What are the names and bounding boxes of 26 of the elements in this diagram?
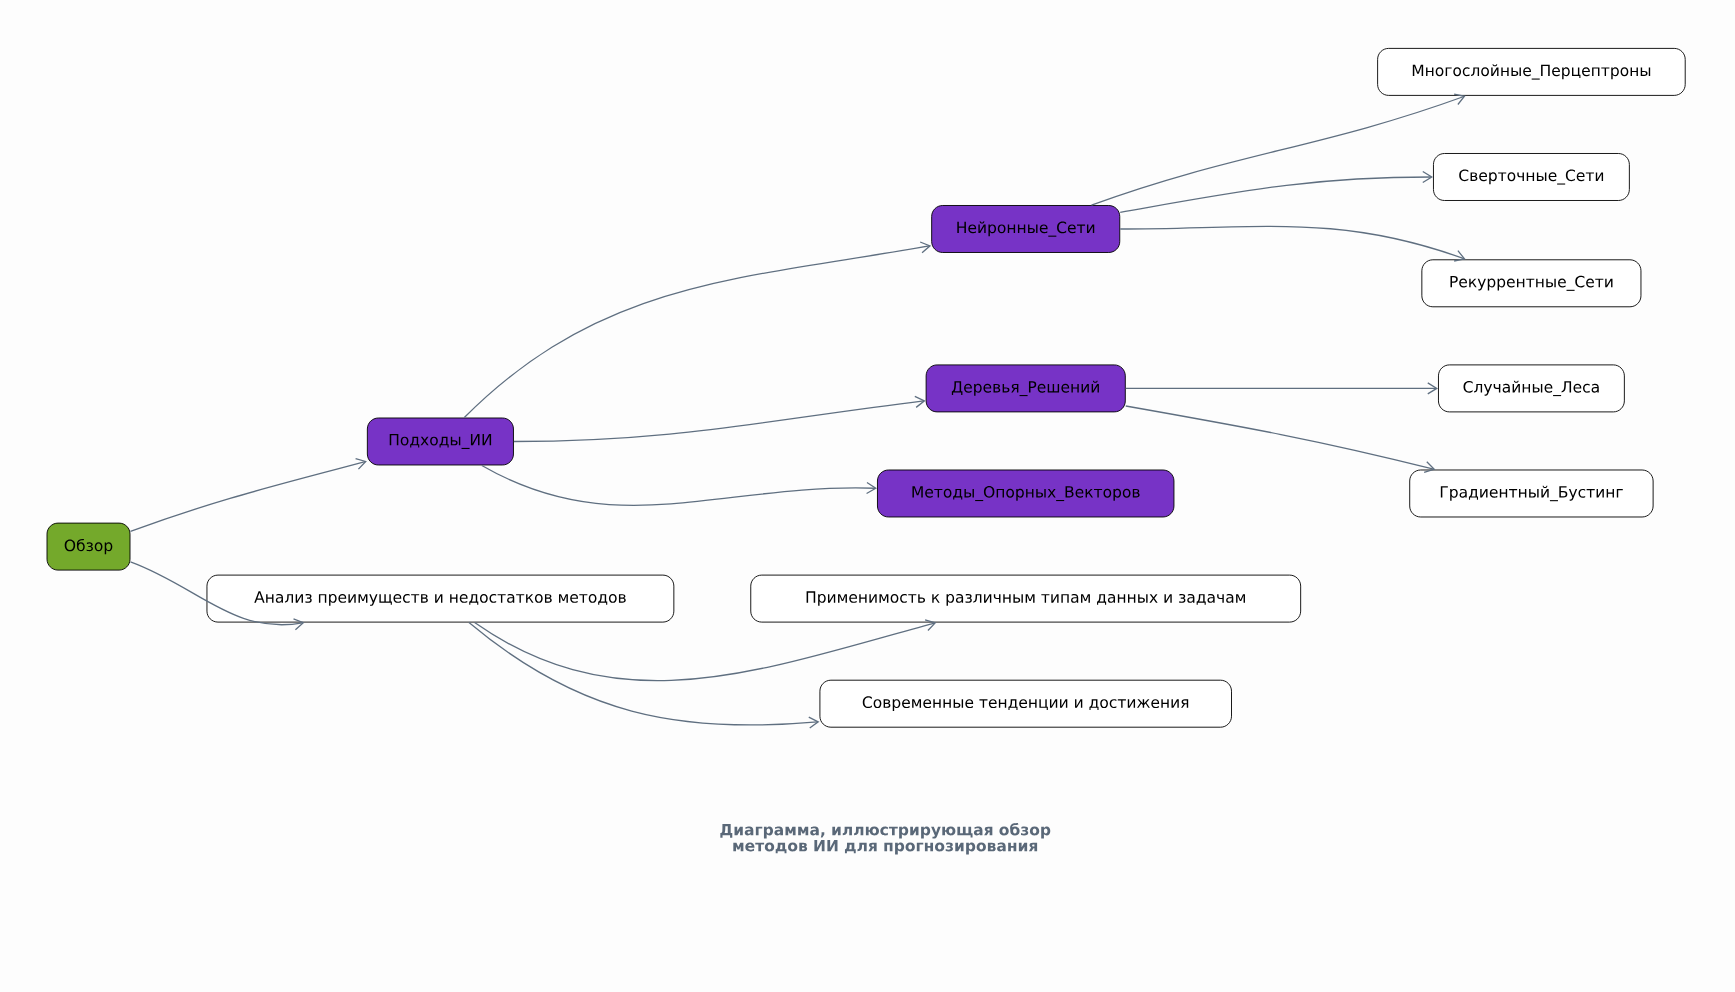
arrow xyxy=(129,457,367,532)
node-box: Деревья_Решений xyxy=(925,364,1126,413)
arrow xyxy=(463,241,932,419)
arrow xyxy=(1125,382,1438,395)
text-box: Анализ преимуществ и недостатков методов xyxy=(206,574,675,623)
text-box: Случайные_Леса xyxy=(1438,364,1625,413)
node-box: Подходы_ИИ xyxy=(366,417,514,466)
arrow xyxy=(473,619,937,682)
text-box: Современные тенденции и достижения xyxy=(819,679,1232,728)
arrow xyxy=(1119,170,1433,213)
caption: Диаграмма, иллюстрирующая обзор методов ИИ для прогнозирования xyxy=(720,822,1051,855)
text-box: Сверточные_Сети xyxy=(1433,153,1630,201)
text-box: Применимость к различным типам данных и задачам xyxy=(750,574,1302,623)
text-box: Градиентный_Бустинг xyxy=(1409,469,1654,518)
node-box: Методы_Опорных_Векторов xyxy=(877,469,1175,518)
arrow xyxy=(513,395,926,443)
arrow xyxy=(1119,225,1466,262)
node-box: Обзор xyxy=(46,522,131,571)
text-box: Многослойные_Перцептроны xyxy=(1377,47,1686,96)
text-box: Рекуррентные_Сети xyxy=(1421,259,1642,308)
node-box: Нейронные_Сети xyxy=(931,205,1121,253)
arrow xyxy=(468,621,820,729)
arrow xyxy=(481,464,877,506)
arrow xyxy=(1125,405,1436,474)
arrow xyxy=(1090,93,1466,206)
arrow xyxy=(129,561,305,631)
